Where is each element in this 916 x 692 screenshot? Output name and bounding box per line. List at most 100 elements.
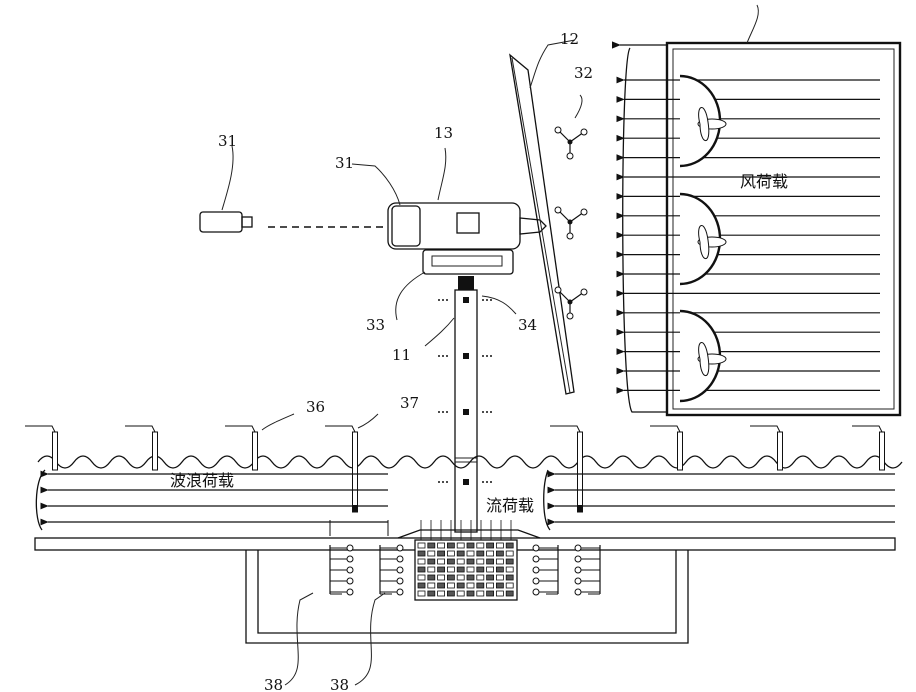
ref-34: 34	[518, 316, 537, 334]
foundation-cell	[438, 567, 445, 572]
foundation-cell	[438, 575, 445, 580]
foundation-cell	[487, 591, 494, 596]
pressure-sensor	[347, 556, 353, 562]
pressure-sensor	[347, 589, 353, 595]
foundation-cell	[418, 559, 425, 564]
foundation-cell	[467, 559, 474, 564]
anemometer-hub	[568, 220, 573, 225]
foundation-cell	[467, 575, 474, 580]
gauge-rod	[53, 432, 58, 470]
nacelle	[388, 203, 546, 274]
pressure-sensor	[397, 589, 403, 595]
anemometers	[555, 127, 587, 319]
anemometer-cup	[567, 233, 573, 239]
wind-load-label: 风荷载	[740, 172, 788, 191]
sensor-array	[330, 545, 353, 595]
fan-unit	[680, 76, 726, 166]
ref-11: 11	[392, 346, 411, 364]
wave-gauge	[550, 426, 583, 512]
gauge-rod	[153, 432, 158, 470]
pressure-sensor	[347, 567, 353, 573]
pressure-sensor	[347, 578, 353, 584]
pressure-sensor	[397, 567, 403, 573]
foundation-cell	[467, 567, 474, 572]
wind-load-arrows	[624, 80, 880, 390]
anemometer-cup	[555, 207, 561, 213]
foundation-cell	[418, 567, 425, 572]
foundation-cell	[477, 551, 484, 556]
foundation-cell	[428, 543, 435, 548]
foundation-cell	[457, 543, 464, 548]
foundation-cell	[457, 591, 464, 596]
anemometer	[555, 287, 587, 319]
foundation-cell	[496, 583, 503, 588]
foundation-cell	[438, 559, 445, 564]
foundation-cell	[428, 583, 435, 588]
current-load-label: 流荷载	[486, 496, 534, 515]
ref-38-left: 38	[264, 676, 283, 692]
ref-31-top: 31	[335, 154, 354, 172]
foundation-cell	[506, 559, 513, 564]
anemometer	[555, 127, 587, 159]
anemometer-cup	[567, 153, 573, 159]
foundation-cell	[457, 575, 464, 580]
anemometer	[555, 207, 587, 239]
foundation-cell	[487, 559, 494, 564]
foundation-cell	[487, 575, 494, 580]
pressure-sensor	[533, 578, 539, 584]
pressure-sensor	[575, 578, 581, 584]
foundation-cell	[418, 583, 425, 588]
anemometer-cup	[555, 287, 561, 293]
foundation-cell	[428, 591, 435, 596]
pressure-sensor	[575, 556, 581, 562]
wave-gauge	[225, 426, 258, 470]
foundation-cell	[467, 551, 474, 556]
anemometer-cup	[581, 129, 587, 135]
fan-unit	[680, 311, 726, 401]
foundation-cell	[447, 559, 454, 564]
foundation-cell	[447, 543, 454, 548]
fan-unit	[680, 194, 726, 284]
pressure-sensor	[533, 545, 539, 551]
pressure-sensor	[575, 589, 581, 595]
foundation-cell	[467, 543, 474, 548]
gauge-rod	[353, 432, 358, 512]
foundation-cell	[506, 591, 513, 596]
anemometer-cup	[581, 289, 587, 295]
foundation-cell	[506, 575, 513, 580]
foundation-cell	[506, 567, 513, 572]
foundation-cell	[418, 575, 425, 580]
gauge-rod	[678, 432, 683, 470]
anemometer-hub	[568, 300, 573, 305]
foundation-cell	[438, 583, 445, 588]
tower	[438, 276, 494, 532]
pressure-sensor	[533, 556, 539, 562]
foundation-cell	[438, 543, 445, 548]
foundation-cell	[487, 551, 494, 556]
foundation-cell	[457, 567, 464, 572]
foundation-cell	[447, 591, 454, 596]
anemometer-hub	[568, 140, 573, 145]
pressure-sensor	[533, 589, 539, 595]
foundation-cell	[487, 583, 494, 588]
wind-generator-box	[620, 43, 900, 415]
foundation-cell	[428, 559, 435, 564]
ref-12: 12	[560, 30, 579, 48]
foundation-cell	[496, 591, 503, 596]
foundation-cell	[477, 567, 484, 572]
foundation-cell	[418, 543, 425, 548]
foundation-cell	[418, 591, 425, 596]
wave-gauge	[25, 426, 58, 470]
foundation-cell	[496, 559, 503, 564]
anemometer-cup	[567, 313, 573, 319]
foundation-cell	[496, 551, 503, 556]
foundation-cell	[496, 567, 503, 572]
foundation-cell	[496, 575, 503, 580]
foundation-cell	[438, 591, 445, 596]
anemometer-cup	[581, 209, 587, 215]
foundation-cell	[477, 591, 484, 596]
foundation-cell	[457, 559, 464, 564]
anemometer-cup	[555, 127, 561, 133]
